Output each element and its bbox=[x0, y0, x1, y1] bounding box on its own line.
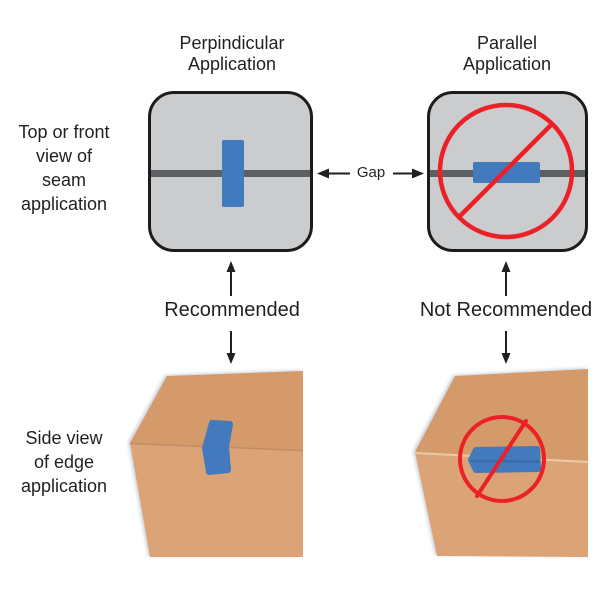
gap-label: Gap bbox=[356, 164, 386, 181]
parallel-title: Parallel Application bbox=[421, 33, 593, 75]
title-line: Application bbox=[462, 54, 552, 74]
label-line: Side view bbox=[25, 428, 103, 448]
no-symbol-slash bbox=[475, 419, 528, 498]
perpendicular-title: Perpindicular Application bbox=[146, 33, 318, 75]
gap-arrowhead-right bbox=[412, 168, 424, 179]
label-line: application bbox=[20, 194, 108, 214]
label-line: view of bbox=[35, 146, 93, 166]
title-line: Application bbox=[187, 54, 277, 74]
box-edge-crease bbox=[414, 452, 589, 463]
up-arrowhead bbox=[226, 261, 236, 272]
parallel-seam-panel bbox=[427, 91, 588, 252]
box-front-face bbox=[415, 452, 588, 557]
edge-photo-right bbox=[415, 369, 588, 557]
edge-photo-left bbox=[130, 371, 303, 557]
title-line: Parallel bbox=[476, 33, 538, 53]
tape-edge-shadow bbox=[470, 459, 540, 463]
label-line: application bbox=[20, 476, 108, 496]
box-front-face bbox=[130, 443, 303, 557]
not-recommended-label: Not Recommended bbox=[419, 299, 593, 321]
label-line: Top or front bbox=[18, 122, 110, 142]
no-symbol-icon bbox=[458, 415, 546, 503]
parallel-tape bbox=[473, 162, 540, 183]
tape-bent-over-edge bbox=[202, 420, 233, 475]
box-top-face bbox=[415, 369, 588, 461]
edge-view-label: Side view of edge application bbox=[2, 426, 126, 498]
gap-arrowhead-left bbox=[317, 168, 329, 179]
label-line: of edge bbox=[33, 452, 95, 472]
label-line: seam bbox=[41, 170, 86, 190]
box-top-face bbox=[130, 371, 303, 450]
box-edge-crease bbox=[129, 442, 304, 452]
seam-view-label: Top or front view of seam application bbox=[2, 120, 126, 216]
perpendicular-tape bbox=[222, 140, 244, 207]
down-arrowhead bbox=[226, 353, 236, 364]
title-line: Perpindicular bbox=[179, 33, 285, 53]
tape-parallel-to-edge bbox=[468, 446, 541, 473]
down-arrowhead bbox=[501, 353, 511, 364]
no-symbol-circle bbox=[458, 415, 546, 503]
up-arrowhead bbox=[501, 261, 511, 272]
perpendicular-seam-panel bbox=[148, 91, 313, 252]
recommended-label: Recommended bbox=[164, 299, 300, 321]
